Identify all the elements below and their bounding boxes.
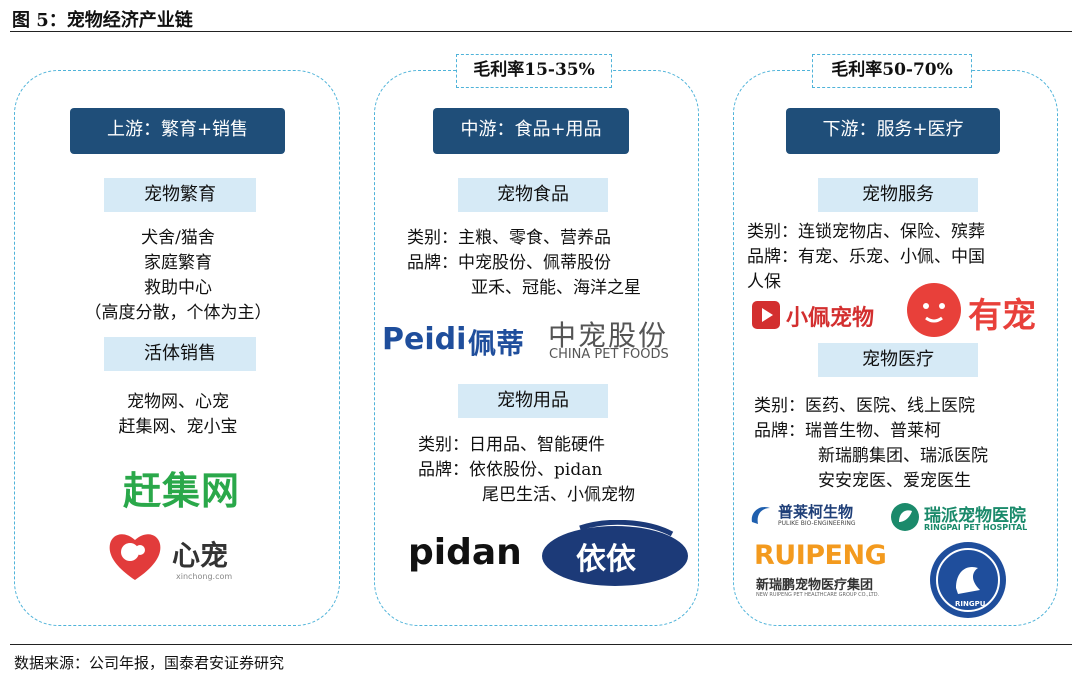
yiyi-text: 依依	[576, 542, 636, 577]
ruipai-logo: 瑞派宠物医院 RINGPAI PET HOSPITAL	[890, 500, 1050, 536]
medical-line-1: 类别：医药、医院、线上医院	[754, 396, 975, 416]
peidi-en-text: Peidi	[382, 322, 467, 357]
youchong-text: 有宠	[968, 296, 1036, 336]
xinchong-url: xinchong.com	[176, 572, 233, 581]
ruipeng-sub-text: NEW RUIPENG PET HEALTHCARE GROUP CO.,LTD…	[756, 592, 880, 598]
services-line-1: 类别：连锁宠物店、保险、殡葬	[747, 222, 985, 242]
live-sales-title: 活体销售	[104, 337, 256, 371]
ruipeng-logo: RUIPENG 新瑞鹏宠物医疗集团 NEW RUIPENG PET HEALTH…	[754, 540, 904, 602]
xiaopei-logo: 小佩宠物	[752, 298, 892, 332]
ganji-logo: 赶集网	[123, 469, 241, 513]
food-title: 宠物食品	[458, 178, 608, 212]
xinchong-text: 心宠	[172, 539, 229, 572]
food-line-1: 类别：主粮、零食、营养品	[407, 228, 611, 248]
pulaike-text: 普莱柯生物	[778, 503, 854, 521]
live-sales-line-1: 宠物网、心宠	[127, 392, 229, 412]
breeding-line-1: 犬舍/猫舍	[141, 228, 215, 248]
xiaopei-play-icon	[752, 301, 780, 329]
pidan-logo: pidan	[408, 532, 522, 573]
upstream-stage-label: 上游：繁育+销售	[70, 108, 285, 154]
medical-line-2: 品牌：瑞普生物、普莱柯	[754, 421, 941, 441]
yiyi-logo: 依依	[540, 520, 690, 588]
breeding-line-2: 家庭繁育	[144, 253, 212, 273]
live-sales-line-2: 赶集网、宠小宝	[118, 417, 238, 437]
food-line-2: 品牌：中宠股份、佩蒂股份	[407, 253, 611, 273]
zhongchong-cn-text: 中宠股份	[548, 319, 669, 352]
xinchong-logo: 心宠 xinchong.com	[106, 528, 246, 586]
supplies-title: 宠物用品	[458, 384, 608, 418]
peidi-cn-text: 佩蒂	[468, 327, 525, 360]
breeding-title: 宠物繁育	[104, 178, 256, 212]
breeding-line-3: 救助中心	[144, 278, 212, 298]
youchong-logo: 有宠	[906, 282, 1046, 338]
zhongchong-en-text: CHINA PET FOODS	[549, 347, 669, 362]
ruipai-text: 瑞派宠物医院	[924, 506, 1026, 526]
medical-title: 宠物医疗	[818, 343, 978, 377]
youchong-pet-icon	[907, 283, 961, 337]
medical-line-4: 安安宠医、爱宠医生	[818, 471, 971, 491]
food-line-3: 亚禾、冠能、海洋之星	[471, 278, 641, 298]
breeding-line-4: （高度分散，个体为主）	[84, 303, 272, 323]
midstream-stage-label: 中游：食品+用品	[433, 108, 629, 154]
figure-title: 图 5：宠物经济产业链	[12, 10, 193, 31]
yiyi-oval-icon	[542, 520, 688, 586]
ruipai-en-text: RINGPAI PET HOSPITAL	[924, 523, 1028, 532]
services-title: 宠物服务	[818, 178, 978, 212]
ringpu-emblem-icon	[930, 542, 1006, 618]
downstream-margin-tag: 毛利率50-70%	[812, 54, 972, 88]
supplies-line-1: 类别：日用品、智能硬件	[418, 435, 605, 455]
heart-icon	[109, 534, 161, 580]
downstream-stage-label: 下游：服务+医疗	[786, 108, 1000, 154]
upstream-panel	[14, 70, 340, 626]
xiaopei-text: 小佩宠物	[786, 306, 875, 331]
ringpu-text: RINGPU	[955, 600, 986, 608]
pulaike-swirl-icon	[751, 506, 770, 524]
data-source-note: 数据来源：公司年报，国泰君安证券研究	[14, 654, 285, 672]
ruipai-leaf-icon	[891, 503, 919, 531]
supplies-line-3: 尾巴生活、小佩宠物	[482, 485, 635, 505]
ringpu-logo: RINGPU	[928, 540, 1008, 620]
midstream-margin-tag: 毛利率15-35%	[456, 54, 612, 88]
pulaike-logo: 普莱柯生物 PULIKE BIO-ENGINEERING	[748, 500, 884, 532]
peidi-logo: Peidi 佩蒂	[382, 320, 542, 364]
services-line-3: 人保	[747, 272, 781, 292]
pulaike-en-text: PULIKE BIO-ENGINEERING	[778, 520, 856, 527]
top-rule	[10, 31, 1072, 32]
ruipeng-cn-text: 新瑞鹏宠物医疗集团	[756, 578, 874, 593]
ruipeng-en-text: RUIPENG	[754, 540, 887, 571]
zhongchong-logo: 中宠股份 CHINA PET FOODS	[548, 314, 688, 364]
supplies-line-2: 品牌：依依股份、pidan	[418, 460, 603, 480]
bottom-rule	[10, 644, 1072, 645]
services-line-2: 品牌：有宠、乐宠、小佩、中国	[747, 247, 985, 267]
medical-line-3: 新瑞鹏集团、瑞派医院	[818, 446, 988, 466]
